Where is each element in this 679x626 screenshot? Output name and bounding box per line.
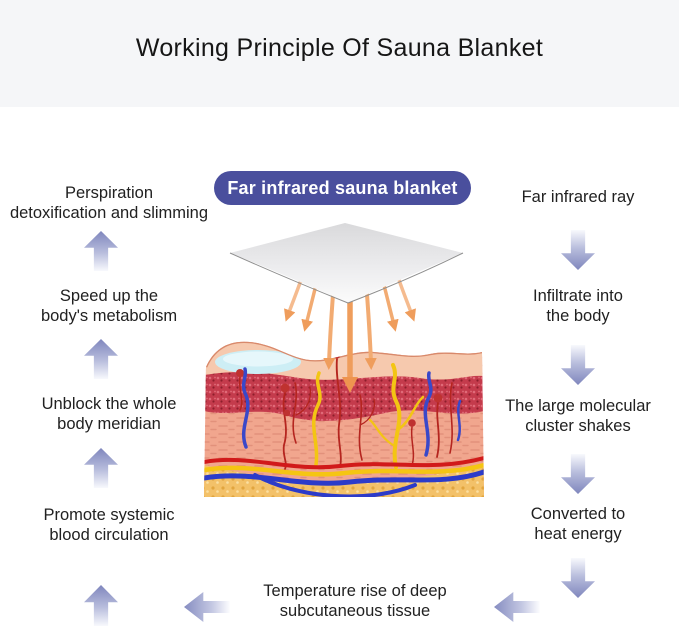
capillaries [238, 358, 453, 470]
header-band [0, 0, 679, 107]
blanket-drape-icon [229, 223, 464, 304]
blue-vessels [241, 367, 462, 457]
left-flow-step-meridian: Unblock the whole body meridian [41, 395, 177, 433]
up-arrow-icon [84, 448, 118, 488]
right-flow-step-heat: Converted to heat energy [530, 505, 626, 543]
down-arrow-icon [561, 345, 595, 385]
skin-cross-section-illustration [204, 223, 484, 497]
up-arrow-icon [84, 231, 118, 271]
left-arrow-icon [184, 592, 230, 622]
right-flow-step-cluster: The large molecular cluster shakes [505, 397, 651, 435]
left-arrow-icon [494, 592, 540, 622]
left-flow-step-metabolism: Speed up the body's metabolism [40, 287, 178, 325]
right-flow-step-infiltrate: Infiltrate into the body [533, 287, 623, 325]
page-title: Working Principle Of Sauna Blanket [135, 33, 544, 62]
badge-label: Far infrared sauna blanket [227, 177, 458, 198]
down-arrow-icon [561, 454, 595, 494]
far-infrared-badge: Far infrared sauna blanket [214, 171, 471, 205]
up-arrow-icon [84, 585, 118, 626]
down-arrow-icon [561, 230, 595, 270]
bottom-flow-step-temperature: Temperature rise of deep subcutaneous ti… [263, 582, 447, 620]
skin-layers [204, 341, 484, 497]
down-arrow-icon [561, 558, 595, 598]
left-flow-step-perspiration: Perspiration detoxification and slimming [9, 184, 209, 222]
up-arrow-icon [84, 339, 118, 379]
vessel-band [204, 456, 484, 497]
yellow-nerves [311, 363, 425, 469]
left-flow-step-circulation: Promote systemic blood circulation [43, 506, 175, 544]
right-flow-step-ray: Far infrared ray [521, 188, 635, 206]
